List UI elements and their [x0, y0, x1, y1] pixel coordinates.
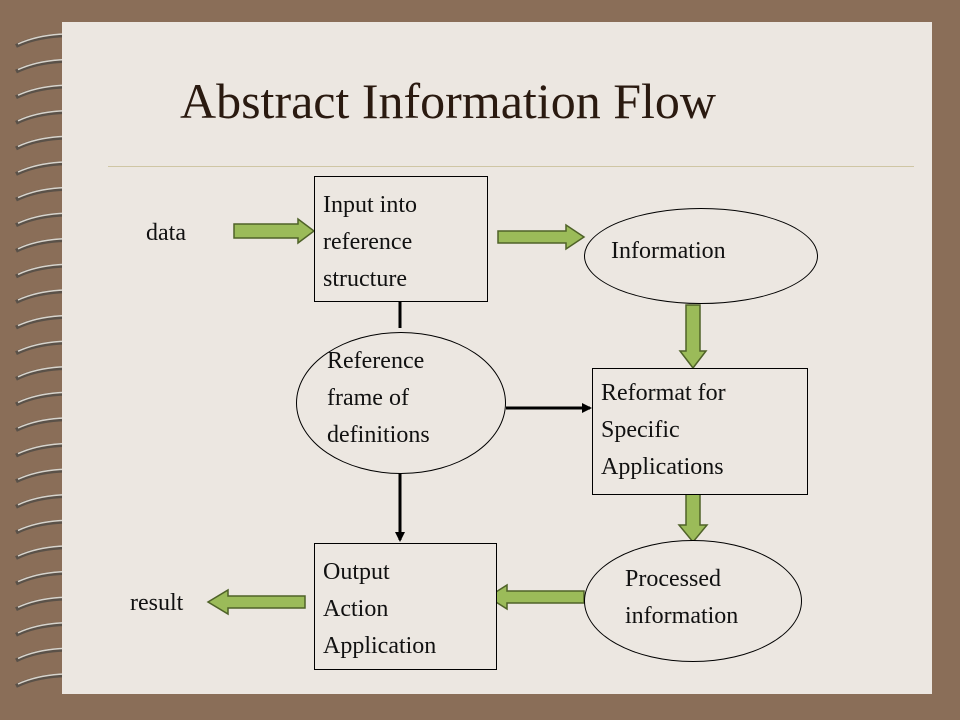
arrow-processed-to-output — [486, 583, 585, 611]
data-label: data — [146, 220, 186, 246]
processed-information-oval: Processed information — [584, 540, 802, 662]
information-oval: Information — [584, 208, 818, 304]
reformat-box: Reformat for Specific Applications — [592, 368, 808, 495]
result-label: result — [130, 590, 184, 616]
title-divider — [108, 166, 914, 167]
arrow-output-to-result — [206, 588, 306, 616]
reference-frame-oval: Reference frame of definitions — [296, 332, 506, 474]
arrow-data-to-input — [233, 217, 316, 245]
arrow-input-to-information — [497, 223, 586, 251]
output-action-box: Output Action Application — [314, 543, 497, 670]
input-structure-box: Input into reference structure — [314, 176, 488, 302]
arrow-information-to-reformat — [678, 304, 708, 370]
slide-title: Abstract Information Flow — [179, 73, 716, 129]
